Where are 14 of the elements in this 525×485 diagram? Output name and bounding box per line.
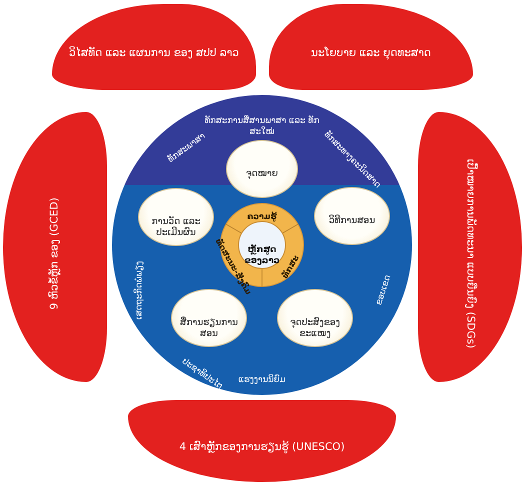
lobe-label: ເປົ້າໝາຍການພັດທະນາ ແບບຍືນຍົງ (SDGs)	[464, 158, 477, 350]
band-label: ແຮງງານນິຍົມ	[237, 375, 287, 386]
petal-label: ຈຸດປະສົງຂອງ ຂະແໜງ	[289, 318, 341, 340]
petal-label: ຈຸດໝາຍ	[245, 169, 279, 180]
band-label: ເສດຖະກິດພໍພຽງ	[134, 260, 146, 322]
petal-label: ສື່ການຮຽນການສອນ	[178, 318, 239, 340]
lobe-label: ວິໄສທັດ ແລະ ແຜນການ ຂອງ ສປປ ລາວ	[68, 47, 240, 60]
petal-label: ວິທີການສອນ	[328, 216, 376, 228]
lobe-label: 9 ຫົວຂໍ້ຫຼັກ ຂອງ (GCED)	[48, 196, 62, 312]
lobe-label: ນະໂຍບາຍ ແລະ ຍຸດທະສາດ	[310, 47, 432, 60]
lobe-label: 4 ເສົາຫຼັກຂອງການຮຽນຮູ້ (UNESCO)	[178, 441, 346, 454]
band-label: ຂອບເຂດ	[373, 272, 394, 309]
ring-label: ຄວາມຮູ້	[246, 212, 278, 222]
petal-label: ການວັດ ແລະ ປະເມີນຜົນ	[150, 217, 202, 240]
